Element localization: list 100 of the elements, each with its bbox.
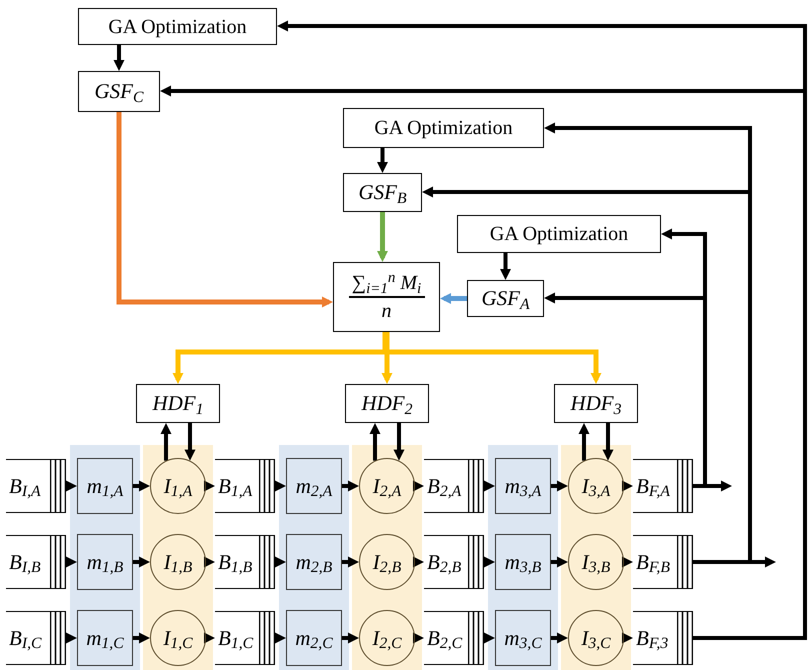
inspection-label: I$_{1,A}$ (164, 476, 192, 496)
arrow (204, 480, 215, 492)
machine-label: m$_{2,A}$ (296, 476, 332, 496)
machine-box (495, 610, 551, 666)
arrow (114, 45, 124, 71)
buffer-label: B$_{F,3}$ (636, 628, 668, 648)
machine-label: m$_{1,B}$ (86, 552, 124, 572)
column-band (279, 445, 349, 670)
arrow (440, 293, 467, 304)
machine-box (286, 534, 342, 590)
column-band (561, 445, 631, 670)
buffer-symbol (633, 459, 693, 513)
buffer-label: B$_{2,C}$ (427, 628, 462, 648)
box-label: GA Optimization (374, 116, 513, 141)
machine-label: m$_{2,B}$ (296, 552, 332, 572)
box-label: GA Optimization (490, 222, 628, 247)
arrow (622, 556, 633, 568)
buffer-symbol (633, 535, 693, 589)
process-box (457, 215, 661, 253)
process-box (343, 108, 544, 148)
arrow (484, 556, 495, 568)
arrow (551, 632, 568, 644)
process-box (343, 173, 422, 212)
arrow (184, 423, 196, 461)
arrow (274, 480, 286, 492)
machine-box (286, 610, 342, 666)
machine-label: m$_{3,A}$ (504, 476, 542, 496)
math-label: GSF$_{B}$ (358, 182, 407, 203)
box-label: GA Optimization (108, 14, 247, 40)
buffer-label: B$_{F,A}$ (636, 476, 670, 496)
machine-box (495, 534, 551, 590)
column-band (143, 445, 213, 670)
process-box (554, 384, 638, 423)
process-box (78, 71, 160, 112)
machine-box (286, 458, 342, 514)
math-label: GSF$_{C}$ (94, 81, 144, 102)
machine-box (77, 610, 133, 666)
arrow (622, 632, 633, 644)
inspection-label: I$_{3,C}$ (581, 628, 611, 648)
buffer-symbol (215, 611, 275, 665)
arrow (133, 556, 150, 568)
inspection-label: I$_{2,A}$ (372, 476, 402, 496)
math-label: GSF$_{A}$ (481, 288, 530, 309)
arrow (66, 480, 77, 492)
buffer-symbol (215, 535, 275, 589)
arrow (204, 632, 215, 644)
math-label: HDF$_{1}$ (152, 393, 204, 414)
machine-label: m$_{2,C}$ (295, 628, 333, 648)
arrow (66, 632, 77, 644)
arrow (551, 480, 568, 492)
arrow (116, 112, 333, 308)
denominator: n (382, 300, 392, 321)
math-label: HDF$_{3}$ (570, 393, 622, 414)
inspection-label: I$_{1,B}$ (164, 552, 192, 572)
arrow (274, 556, 286, 568)
machine-box (77, 534, 133, 590)
arrow (377, 148, 388, 173)
arrow (622, 480, 633, 492)
process-box (78, 8, 277, 45)
buffer-label: B$_{1,B}$ (218, 552, 252, 572)
arrow (160, 423, 172, 461)
machine-label: m$_{3,B}$ (504, 552, 542, 572)
column-band (488, 445, 558, 670)
buffer-label: B$_{I,B}$ (9, 552, 41, 572)
column-band (70, 445, 140, 670)
machine-label: m$_{1,C}$ (86, 628, 124, 648)
buffer-symbol (424, 459, 484, 513)
arrow (342, 480, 359, 492)
process-box (345, 384, 429, 423)
arrow (484, 632, 495, 644)
arrow (342, 556, 359, 568)
arrow (484, 480, 495, 492)
buffer-label: B$_{I,A}$ (9, 476, 41, 496)
arrow (382, 332, 392, 384)
arrow (274, 632, 286, 644)
inspection-label: I$_{2,C}$ (372, 628, 402, 648)
arrow (500, 253, 511, 280)
arrow (204, 556, 215, 568)
buffer-symbol (424, 535, 484, 589)
arrow (412, 480, 424, 492)
inspection-label: I$_{2,B}$ (372, 552, 402, 572)
inspection-label: I$_{3,A}$ (582, 476, 610, 496)
column-band (352, 445, 422, 670)
arrow (133, 632, 150, 644)
buffer-symbol (215, 459, 275, 513)
arrow (66, 556, 77, 568)
buffer-label: B$_{F,B}$ (636, 552, 670, 572)
machine-label: m$_{1,A}$ (86, 476, 124, 496)
buffer-label: B$_{1,C}$ (218, 628, 254, 648)
buffer-label: B$_{I,C}$ (9, 628, 42, 648)
buffer-symbol (6, 535, 66, 589)
arrow (133, 480, 150, 492)
arrow (370, 423, 380, 461)
buffer-symbol (633, 611, 693, 665)
arrow (551, 556, 568, 568)
machine-box (77, 458, 133, 514)
arrow (394, 423, 404, 461)
arrow (412, 556, 424, 568)
process-box (136, 384, 220, 423)
inspection-label: I$_{1,C}$ (163, 628, 193, 648)
